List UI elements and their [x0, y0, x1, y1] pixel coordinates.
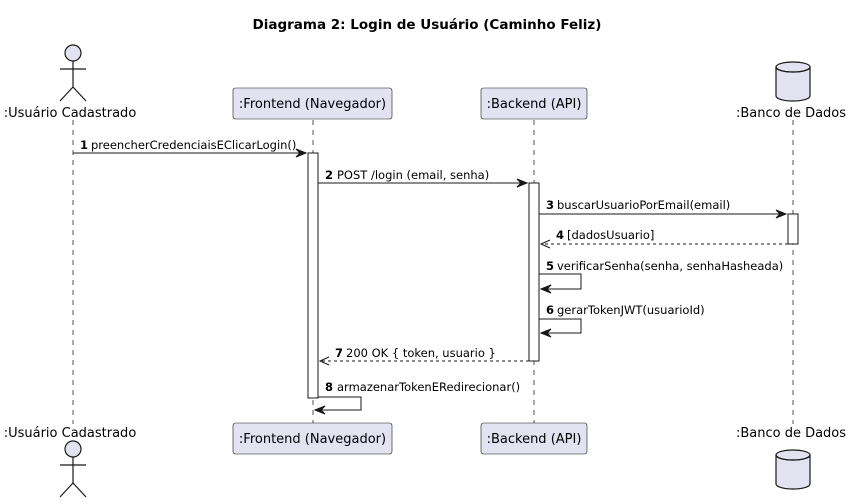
activation-frontend: [307, 152, 319, 399]
participant-frontend-label-top: :Frontend (Navegador): [239, 97, 386, 112]
activation-backend: [528, 182, 540, 362]
svg-text:6: 6: [546, 303, 554, 317]
participant-user-label-bottom: :Usuário Cadastrado: [4, 426, 137, 441]
svg-text:verificarSenha(senha, senhaHas: verificarSenha(senha, senhaHasheada): [557, 259, 783, 273]
actor-head-icon: [64, 44, 82, 62]
svg-text:preencherCredenciaisEClicarLog: preencherCredenciaisEClicarLogin(): [91, 138, 296, 152]
participant-frontend-box-top: [232, 87, 393, 120]
message-2: 2 POST /login (email, senha): [318, 168, 529, 188]
message-5: 5 verificarSenha(senha, senhaHasheada): [539, 259, 783, 294]
svg-text:1: 1: [80, 138, 88, 152]
message-6: 6 gerarTokenJWT(usuarioId): [539, 303, 705, 338]
database-icon-top: [775, 61, 811, 102]
svg-text:5: 5: [546, 259, 554, 273]
svg-text:8: 8: [325, 380, 333, 394]
svg-text:buscarUsuarioPorEmail(email): buscarUsuarioPorEmail(email): [557, 198, 730, 212]
svg-text:armazenarTokenERedirecionar(): armazenarTokenERedirecionar(): [337, 380, 520, 394]
message-7: 7 200 OK { token, usuario }: [318, 346, 529, 366]
svg-text:3: 3: [546, 198, 554, 212]
svg-text:gerarTokenJWT(usuarioId): gerarTokenJWT(usuarioId): [557, 303, 705, 317]
svg-text:4: 4: [556, 228, 564, 242]
actor-user-top: [59, 44, 87, 102]
message-3: 3 buscarUsuarioPorEmail(email): [539, 198, 788, 219]
activation-db: [787, 213, 799, 245]
svg-text:7: 7: [335, 346, 343, 360]
svg-text:2: 2: [325, 168, 333, 182]
participant-backend-box-bottom: [480, 422, 588, 455]
participant-frontend-label-bottom: :Frontend (Navegador): [239, 432, 386, 447]
svg-text:POST /login (email, senha): POST /login (email, senha): [337, 168, 489, 182]
participant-backend-box-top: [480, 87, 588, 120]
database-icon-bottom: [775, 449, 811, 490]
participant-frontend-box-bottom: [232, 422, 393, 455]
message-1: 1 preencherCredenciaisEClicarLogin(): [73, 138, 308, 158]
message-8: 8 armazenarTokenERedirecionar(): [313, 380, 520, 415]
participant-backend-label-bottom: :Backend (API): [487, 432, 582, 447]
actor-head-icon: [64, 440, 82, 458]
svg-text:200 OK { token, usuario }: 200 OK { token, usuario }: [346, 346, 496, 360]
diagram-title: Diagrama 2: Login de Usuário (Caminho Fe…: [253, 17, 602, 33]
participant-db-label-top: :Banco de Dados: [736, 106, 846, 121]
participant-backend-label-top: :Backend (API): [487, 97, 582, 112]
actor-user-bottom: [59, 440, 87, 498]
message-4: 4 [dadosUsuario]: [539, 228, 788, 249]
participant-user-label-top: :Usuário Cadastrado: [4, 106, 137, 121]
participant-db-label-bottom: :Banco de Dados: [736, 426, 846, 441]
svg-text:[dadosUsuario]: [dadosUsuario]: [567, 228, 654, 242]
